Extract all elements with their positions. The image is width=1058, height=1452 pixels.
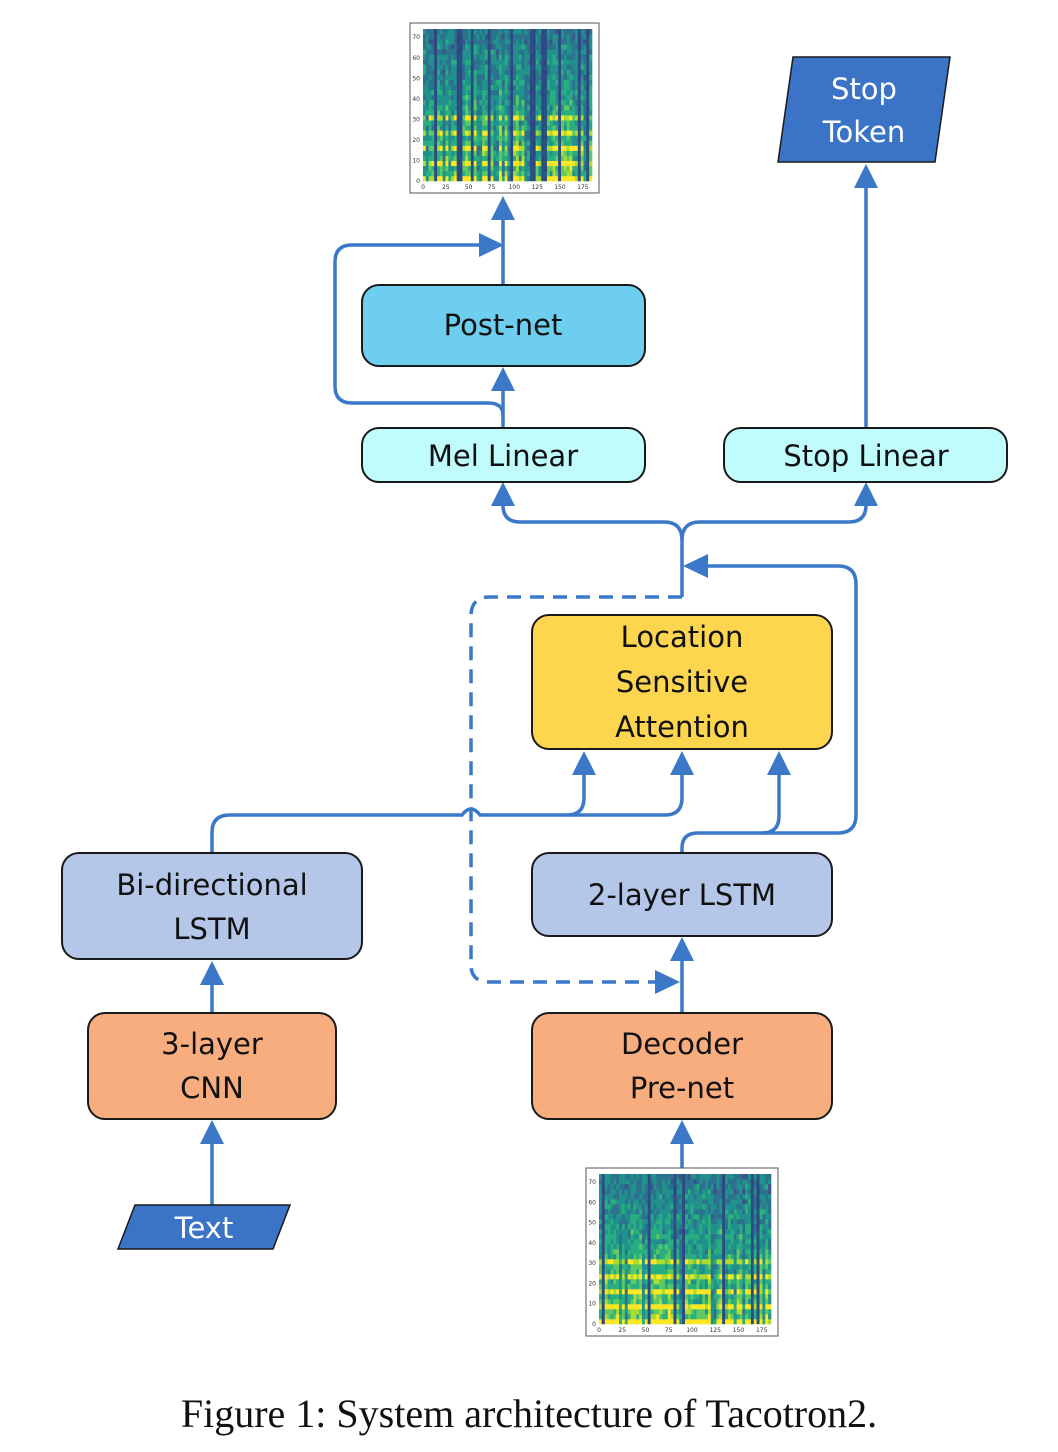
y-tick-label: 40: [588, 1240, 596, 1247]
arrowhead: [655, 970, 680, 994]
cnn-node: 3-layer CNN: [87, 1012, 337, 1120]
arrow-bus-right: [680, 503, 868, 541]
x-tick-label: 75: [665, 1327, 673, 1334]
x-tick-label: 150: [733, 1327, 745, 1334]
post-net-label: Post-net: [444, 308, 563, 342]
y-tick-label: 40: [412, 96, 420, 103]
cnn-line-1: 3-layer: [161, 1027, 263, 1061]
x-tick-label: 175: [756, 1327, 768, 1334]
bilstm-line-1: Bi-directional: [116, 868, 307, 902]
lstm2-node: 2-layer LSTM: [531, 852, 833, 937]
arrowhead: [491, 367, 515, 391]
attention-node: Location Sensitive Attention: [531, 614, 833, 750]
x-tick-label: 175: [577, 184, 589, 191]
y-tick-label: 0: [416, 178, 420, 185]
stop-token-node: Stop Token: [777, 56, 951, 163]
stop-token-line-2: Token: [822, 115, 906, 149]
stop-linear-label: Stop Linear: [783, 439, 948, 473]
y-tick-label: 60: [412, 55, 420, 62]
arrowhead: [491, 196, 515, 220]
y-tick-label: 50: [412, 75, 420, 82]
arrow-bilstm-to-attention: [210, 772, 586, 853]
prenet-node: Decoder Pre-net: [531, 1012, 833, 1120]
text-input-label: Text: [174, 1211, 234, 1245]
lstm2-label: 2-layer LSTM: [588, 878, 776, 912]
x-tick-label: 100: [509, 184, 521, 191]
post-net-node: Post-net: [361, 284, 646, 367]
y-tick-label: 0: [592, 1321, 596, 1328]
x-tick-label: 125: [531, 184, 543, 191]
x-tick-label: 100: [686, 1327, 698, 1334]
text-input-node: Text: [116, 1204, 292, 1250]
x-tick-label: 50: [642, 1327, 650, 1334]
arrow-lstm-output-loop: [708, 564, 858, 835]
arrow-residual-skip: [333, 243, 505, 416]
arrowhead: [683, 554, 708, 578]
arrowhead: [854, 482, 878, 506]
bilstm-line-2: LSTM: [173, 912, 250, 946]
y-tick-label: 10: [412, 157, 420, 164]
x-tick-label: 75: [488, 184, 496, 191]
output-spectrogram: 0 25 50 75 100 125 150 175 0 10 20 30 40 50 60 70: [409, 22, 600, 194]
arrow-bus: [501, 503, 684, 597]
arrowhead: [670, 751, 694, 775]
connectors: [200, 164, 878, 1205]
arrowhead: [200, 961, 224, 985]
spectrogram-plot: [599, 1174, 772, 1325]
arrowhead: [670, 1120, 694, 1144]
attention-line-2: Sensitive: [616, 665, 748, 699]
arrow-bilstm-to-attention-mid: [567, 772, 684, 817]
y-tick-label: 30: [588, 1260, 596, 1267]
x-tick-label: 150: [554, 184, 566, 191]
dashed-attention-context: [469, 595, 682, 984]
y-tick-label: 20: [412, 137, 420, 144]
input-spectrogram: 0 25 50 75 100 125 150 175 0 10 20 30 40 50 60 70: [585, 1167, 779, 1337]
arrowhead: [491, 482, 515, 506]
arrowhead: [479, 233, 504, 257]
attention-line-3: Attention: [615, 710, 749, 744]
y-tick-label: 70: [588, 1179, 596, 1186]
y-tick-label: 10: [588, 1301, 596, 1308]
figure-caption: Figure 1: System architecture of Tacotro…: [180, 1391, 878, 1436]
arrow-lstm-to-attention: [680, 772, 781, 853]
x-tick-label: 50: [465, 184, 473, 191]
cnn-line-2: CNN: [180, 1071, 244, 1105]
y-tick-label: 60: [588, 1199, 596, 1206]
y-tick-label: 50: [588, 1220, 596, 1227]
x-tick-label: 25: [442, 184, 450, 191]
arrowhead: [200, 1120, 224, 1144]
arrowhead: [670, 937, 694, 961]
arrowhead: [767, 751, 791, 775]
x-tick-label: 25: [618, 1327, 626, 1334]
bilstm-node: Bi-directional LSTM: [61, 852, 363, 960]
x-tick-label: 125: [709, 1327, 721, 1334]
attention-line-1: Location: [621, 620, 744, 654]
x-tick-label: 0: [597, 1327, 601, 1334]
prenet-line-1: Decoder: [621, 1027, 743, 1061]
mel-linear-label: Mel Linear: [428, 439, 578, 473]
arrowhead: [572, 751, 596, 775]
mel-linear-node: Mel Linear: [361, 427, 646, 483]
y-tick-label: 30: [412, 116, 420, 123]
y-tick-label: 70: [412, 34, 420, 41]
prenet-line-2: Pre-net: [630, 1071, 734, 1105]
spectrogram-plot: [423, 29, 593, 182]
arrowhead: [854, 164, 878, 188]
architecture-diagram: Stop Token Post-net Mel Linear Stop Line…: [61, 22, 1008, 1337]
stop-linear-node: Stop Linear: [723, 427, 1008, 483]
y-tick-label: 20: [588, 1280, 596, 1287]
stop-token-line-1: Stop: [831, 72, 897, 106]
x-tick-label: 0: [421, 184, 425, 191]
